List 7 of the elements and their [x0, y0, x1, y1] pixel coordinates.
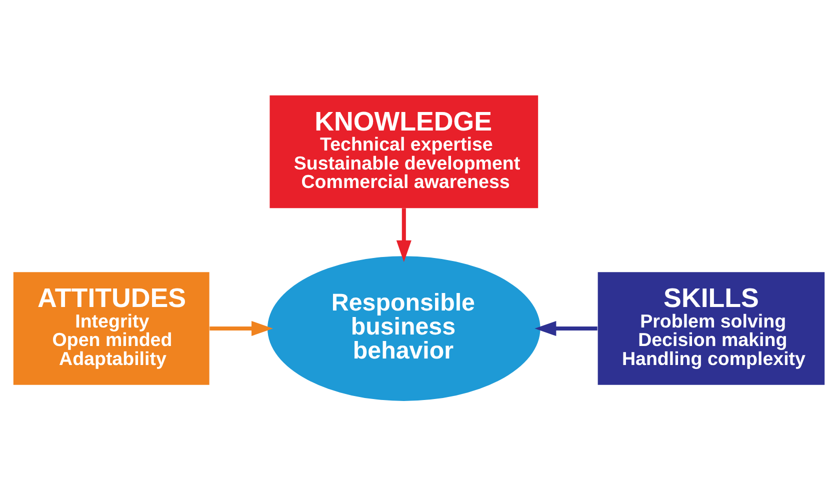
node-ellipse: Responsible business behavior — [268, 256, 540, 400]
node-box: KNOWLEDGE Technical expertise Sustainable development Commercial awareness — [270, 94, 538, 208]
arrow — [210, 320, 274, 336]
arrow — [534, 320, 598, 336]
node-box: ATTITUDES Integrity Open minded Adaptability — [13, 272, 210, 384]
arrow — [396, 208, 412, 262]
node-box: SKILLS Problem solving Decision making Handling complexity — [598, 272, 825, 384]
